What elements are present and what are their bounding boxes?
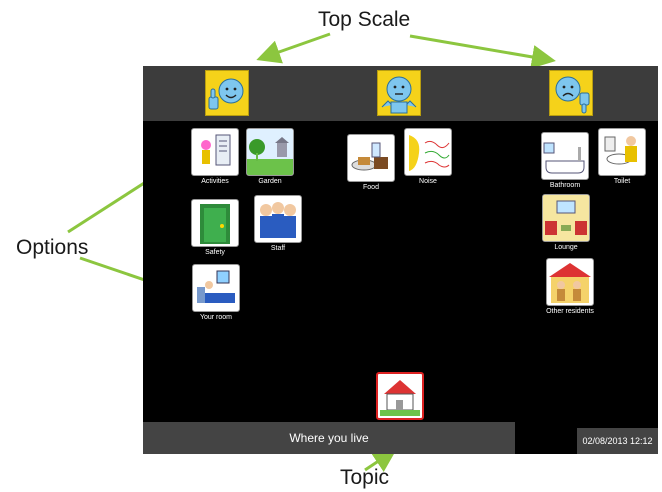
option-garden[interactable]: Garden	[244, 128, 296, 185]
option-label: Toilet	[613, 178, 631, 185]
topic-label: Where you live	[289, 431, 369, 445]
topic-bar: Where you live	[143, 422, 515, 454]
option-activities[interactable]: Activities	[189, 128, 241, 185]
food-icon	[347, 134, 395, 182]
talking-mats-board: Activities Garden Safety	[143, 66, 658, 454]
safety-door-icon	[191, 199, 239, 247]
options-callout: Options	[16, 236, 89, 259]
option-label: Other residents	[546, 308, 594, 315]
top-scale-callout: Top Scale	[318, 8, 411, 31]
topic-house-icon[interactable]	[376, 372, 424, 420]
garden-icon	[246, 128, 294, 176]
option-label: Activities	[201, 178, 229, 185]
residents-icon	[546, 258, 594, 306]
option-your-room[interactable]: Your room	[190, 264, 242, 321]
staff-icon	[254, 195, 302, 243]
datetime-display: 02/08/2013 12:12	[577, 428, 658, 454]
neutral-shrug-face-icon[interactable]	[377, 70, 421, 116]
option-label: Your room	[199, 314, 233, 321]
bathroom-icon	[541, 132, 589, 180]
option-label: Food	[363, 184, 379, 191]
option-label: Garden	[258, 178, 282, 185]
option-label: Lounge	[554, 244, 578, 251]
activities-icon	[191, 128, 239, 176]
option-toilet[interactable]: Toilet	[596, 128, 648, 185]
option-other-residents[interactable]: Other residents	[544, 258, 596, 315]
option-noise[interactable]: Noise	[402, 128, 454, 185]
thumbs-up-happy-face-icon[interactable]	[205, 70, 249, 116]
bedroom-icon	[192, 264, 240, 312]
option-label: Bathroom	[549, 182, 581, 189]
option-safety[interactable]: Safety	[189, 199, 241, 256]
thumbs-down-sad-face-icon[interactable]	[549, 70, 593, 116]
top-scale-bar	[143, 66, 658, 121]
option-food[interactable]: Food	[345, 134, 397, 191]
option-bathroom[interactable]: Bathroom	[539, 132, 591, 189]
option-lounge[interactable]: Lounge	[540, 194, 592, 251]
topic-callout: Topic	[340, 466, 390, 489]
toilet-icon	[598, 128, 646, 176]
lounge-icon	[542, 194, 590, 242]
option-label: Noise	[419, 178, 437, 185]
option-label: Staff	[270, 245, 286, 252]
noise-icon	[404, 128, 452, 176]
option-staff[interactable]: Staff	[252, 195, 304, 252]
option-label: Safety	[205, 249, 225, 256]
